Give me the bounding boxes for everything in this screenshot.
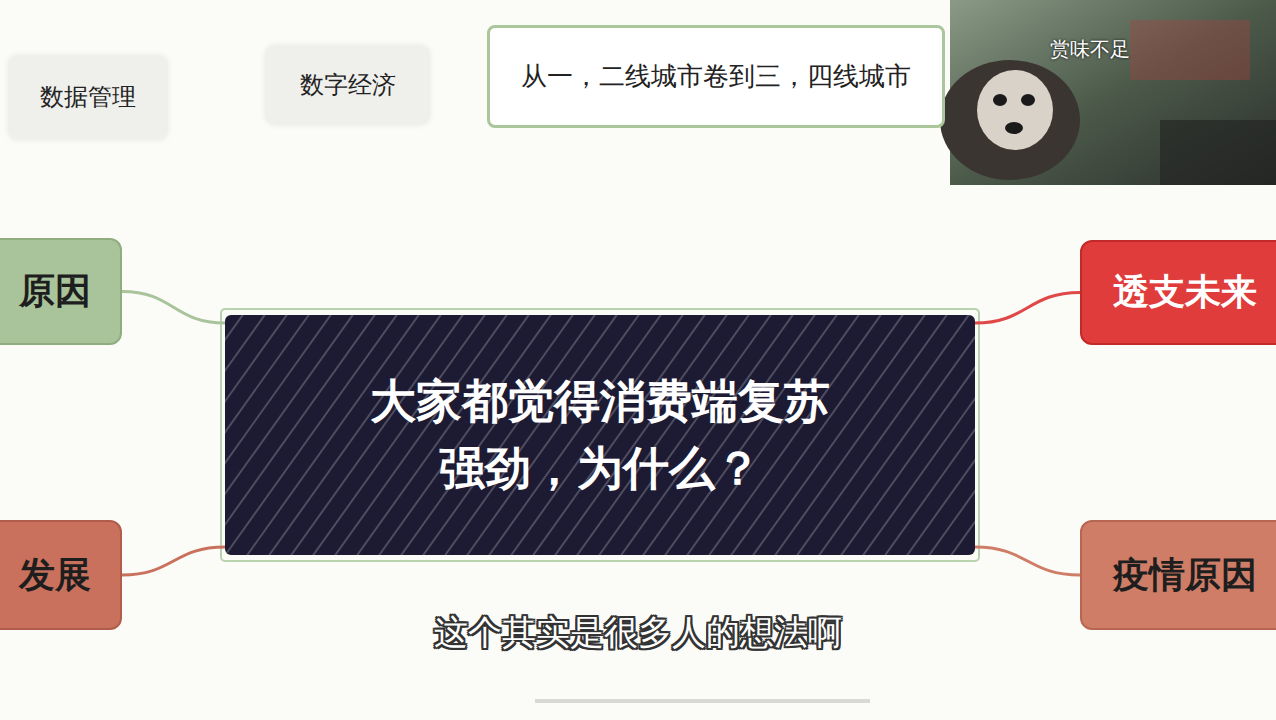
node-text: 数据管理 <box>40 80 136 115</box>
node-text: 发展 <box>19 549 91 601</box>
branch-connector <box>975 547 1080 575</box>
node-text: 原因 <box>19 265 91 317</box>
branch-box: 原因 <box>0 238 122 345</box>
branch-box: 发展 <box>0 520 122 630</box>
branch-connector <box>122 292 225 324</box>
topic-box: 数据管理 <box>8 55 168 140</box>
branch-box: 疫情原因 <box>1080 520 1276 630</box>
node-text: 透支未来 <box>1113 266 1257 318</box>
branch-connector <box>975 293 1080 324</box>
watermark: 赏味不足 <box>1050 36 1130 63</box>
progress-bar <box>535 699 870 703</box>
stripe-texture <box>225 315 975 555</box>
topic-box: 数字经济 <box>265 45 430 125</box>
node-text: 数字经济 <box>300 68 396 103</box>
node-text: 从一，二线城市卷到三，四线城市 <box>521 58 911 96</box>
webcam-picture <box>940 0 1276 185</box>
subtitle: 这个其实是很多人的想法啊 <box>434 610 842 656</box>
node-text: 疫情原因 <box>1113 549 1257 601</box>
topic-box: 从一，二线城市卷到三，四线城市 <box>487 25 945 128</box>
node-text: 大家都觉得消费端复苏 强劲，为什么？ <box>361 368 839 501</box>
branch-connector <box>122 547 225 575</box>
central-topic: 大家都觉得消费端复苏 强劲，为什么？ <box>225 315 975 555</box>
branch-box: 透支未来 <box>1080 240 1276 345</box>
